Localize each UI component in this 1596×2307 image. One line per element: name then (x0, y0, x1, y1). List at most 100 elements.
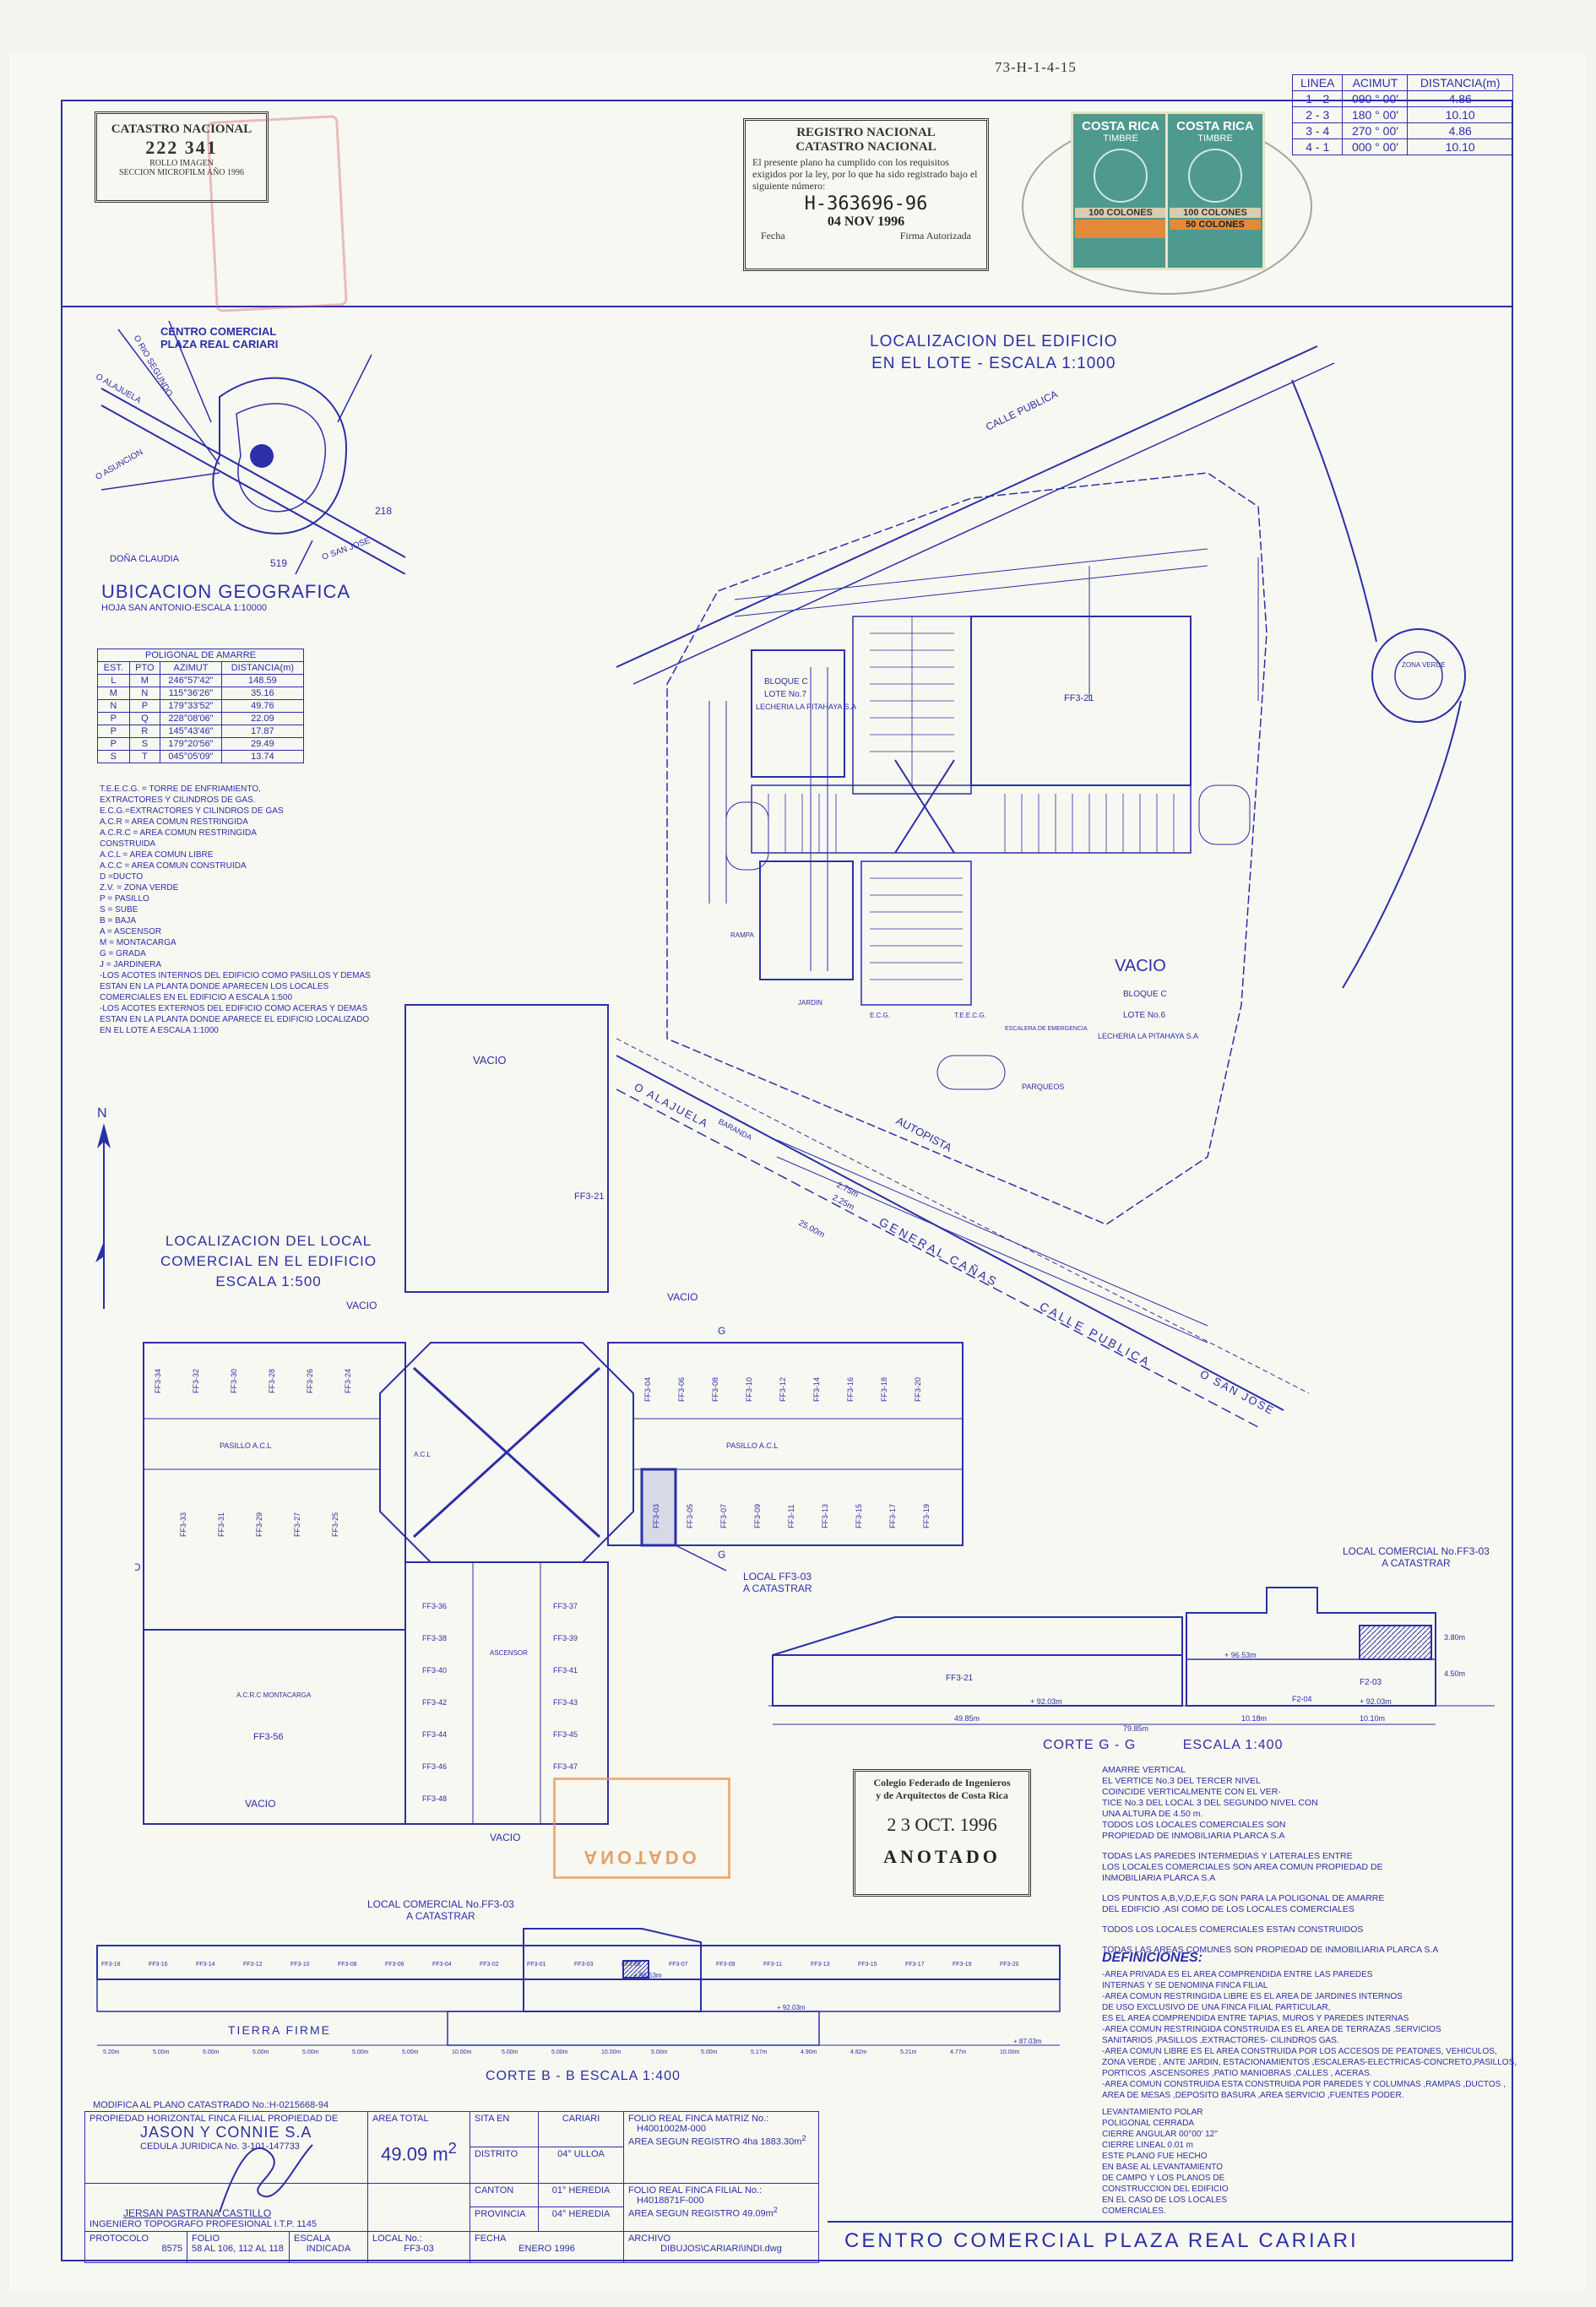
registro-fecha-label: Fecha (761, 230, 785, 242)
definicion-line: -AREA PRIVADA ES EL AREA COMPRENDIDA ENT… (1102, 1970, 1373, 1979)
table-cell: N (97, 699, 130, 713)
levantamiento-line: COMERCIALES. (1102, 2207, 1166, 2216)
gg-roof (772, 1616, 1183, 1656)
table-cell: 10.10 (1407, 138, 1513, 155)
colegio-line1: Colegio Federado de Ingenieros (873, 1777, 1011, 1789)
bb-dim-label: 4.77m (950, 2049, 967, 2054)
canton-value: 01° HEREDIA (538, 2182, 624, 2208)
gg-level-3: + 92.03m (1360, 1697, 1392, 1706)
registro-firma-label: Firma Autorizada (899, 230, 971, 242)
local-title-line2: COMERCIAL EN EL EDIFICIO (160, 1253, 377, 1269)
bb-room-label: FF3-18 (101, 1962, 121, 1968)
parking-rows (708, 548, 1259, 1343)
note-line: TICE No.3 DEL LOCAL 3 DEL SEGUNDO NIVEL … (1102, 1798, 1318, 1808)
faded-red-stamp (206, 115, 348, 312)
site-plan: AUTOPISTA GENERAL CAÑAS CALLE PUBLICA O … (616, 345, 1466, 1428)
label-vacio: VACIO (1115, 957, 1166, 975)
bb-room-label: FF3-17 (905, 1962, 925, 1968)
unit-label: FF3-26 (306, 1369, 314, 1393)
unit-label: FF3-12 (779, 1377, 787, 1402)
table-cell: 29.49 (220, 737, 305, 751)
unit-label: FF3-27 (293, 1512, 301, 1537)
unit-label: FF3-14 (812, 1377, 821, 1402)
unit-label: FF3-13 (821, 1504, 829, 1528)
registro-title1: REGISTRO NACIONAL (796, 126, 936, 139)
local-title-line1: LOCALIZACION DEL LOCAL (165, 1233, 372, 1249)
label-montacarga: A.C.R.C MONTACARGA (236, 1691, 312, 1699)
target-label-line2: A CATASTRAR (743, 1582, 812, 1594)
table-cell: 13.74 (220, 750, 305, 763)
table-cell: 179°20'56" (160, 737, 222, 751)
gg-dim-4: 10.10m (1360, 1714, 1385, 1723)
colegio-line2: y de Arquitectos de Costa Rica (876, 1789, 1008, 1801)
bb-room-label: FF3-12 (243, 1962, 263, 1968)
table-cell: 145°43'46" (160, 725, 222, 738)
table-cell: 22.09 (220, 712, 305, 725)
label-bloque-c2: BLOQUE C (1123, 990, 1167, 999)
note-line: INMOBILIARIA PLARCA S.A (1102, 1873, 1216, 1883)
label-lecheria2: LECHERIA LA PITAHAYA S.A (1098, 1032, 1198, 1040)
corte-gg-local-label1: LOCAL COMERCIAL No.FF3-03 (1343, 1545, 1490, 1557)
unit-label: FF3-28 (268, 1369, 276, 1393)
folio-filial-label: FOLIO REAL FINCA FILIAL No.: (628, 2185, 763, 2196)
label-g-top: G (718, 1325, 725, 1337)
catastro-number: 222 341 (145, 137, 218, 158)
bb-room-label: FF3-11 (763, 1962, 782, 1968)
folio-cell: FOLIO 58 AL 106, 112 AL 118 (187, 2230, 290, 2264)
bb-lower-level (96, 1979, 1061, 2012)
table-cell: 148.59 (220, 674, 305, 687)
table-cell: 228°08'06" (160, 712, 222, 725)
note-line: PROPIEDAD DE INMOBILIARIA PLARCA S.A (1102, 1831, 1285, 1841)
table-cell: Q (128, 712, 161, 725)
gg-dim-1: 49.85m (954, 1714, 980, 1723)
note-line: UNA ALTURA DE 4.50 m. (1102, 1809, 1203, 1819)
bb-level-2: + 92.03m (777, 2004, 806, 2011)
table-cell: R (128, 725, 161, 738)
unit-label: FF3-20 (914, 1377, 922, 1402)
title-block: PROPIEDAD HORIZONTAL FINCA FILIAL PROPIE… (84, 2110, 819, 2264)
table-cell: L (97, 674, 130, 687)
archivo-label: ARCHIVO (628, 2233, 671, 2244)
note-line: TODAS LAS PAREDES INTERMEDIAS Y LATERALE… (1102, 1851, 1353, 1861)
map-center-label: CENTRO COMERCIAL PLAZA REAL CARIARI (160, 325, 278, 350)
north-arrow-icon (95, 1123, 111, 1309)
unit-label: FF3-24 (344, 1369, 352, 1393)
unit-label: FF3-03 (652, 1504, 660, 1528)
table-cell: 179°33'52" (160, 699, 222, 713)
east-island (1198, 784, 1251, 845)
timbre1-label: TIMBRE (1103, 133, 1138, 144)
label-parqueos: PARQUEOS (1022, 1083, 1064, 1091)
registro-body: El presente plano ha cumplido con los re… (752, 156, 978, 192)
area-registro2-label: AREA SEGUN REGISTRO (628, 2208, 741, 2219)
bb-dim-label: 5.17m (751, 2049, 768, 2054)
area-label: AREA TOTAL (372, 2114, 429, 2124)
gg-level-1: + 92.03m (1030, 1697, 1062, 1706)
escala-label: ESCALA (294, 2233, 331, 2244)
poligonal-header: DISTANCIA(m) (220, 661, 305, 675)
central-corridor (751, 784, 1192, 854)
note-line: TODAS LAS AREAS COMUNES SON PROPIEDAD DE… (1102, 1945, 1439, 1955)
roundabout-inner (1394, 651, 1443, 700)
note-line (1102, 1915, 1438, 1924)
cross-walkway (894, 759, 955, 854)
label-ff3-21: FF3-21 (1064, 693, 1094, 703)
bb-room-label: FF3-07 (669, 1962, 688, 1968)
bb-dim-label: 5.00m (203, 2049, 220, 2054)
label-teecg: T.E.E.C.G. (954, 1012, 986, 1019)
corte-bb-title: CORTE B - B ESCALA 1:400 (486, 2069, 681, 2083)
bb-tierra-firme: TIERRA FIRME (228, 2023, 331, 2037)
unit-label: FF3-07 (719, 1504, 728, 1528)
table-cell: P (97, 737, 130, 751)
label-acl: A.C.L (414, 1451, 432, 1458)
table-cell: 045°05'09" (160, 750, 222, 763)
gg-dim-2: 79.85m (1123, 1724, 1148, 1731)
unit-label: FF3-16 (846, 1377, 855, 1402)
abbreviation-line: ESTAN EN LA PLANTA DONDE APARECE EL EDIF… (100, 1015, 370, 1024)
abbreviation-line: EXTRACTORES Y CILINDROS DE GAS. (100, 795, 256, 805)
bb-dim-label: 5.21m (900, 2049, 917, 2054)
